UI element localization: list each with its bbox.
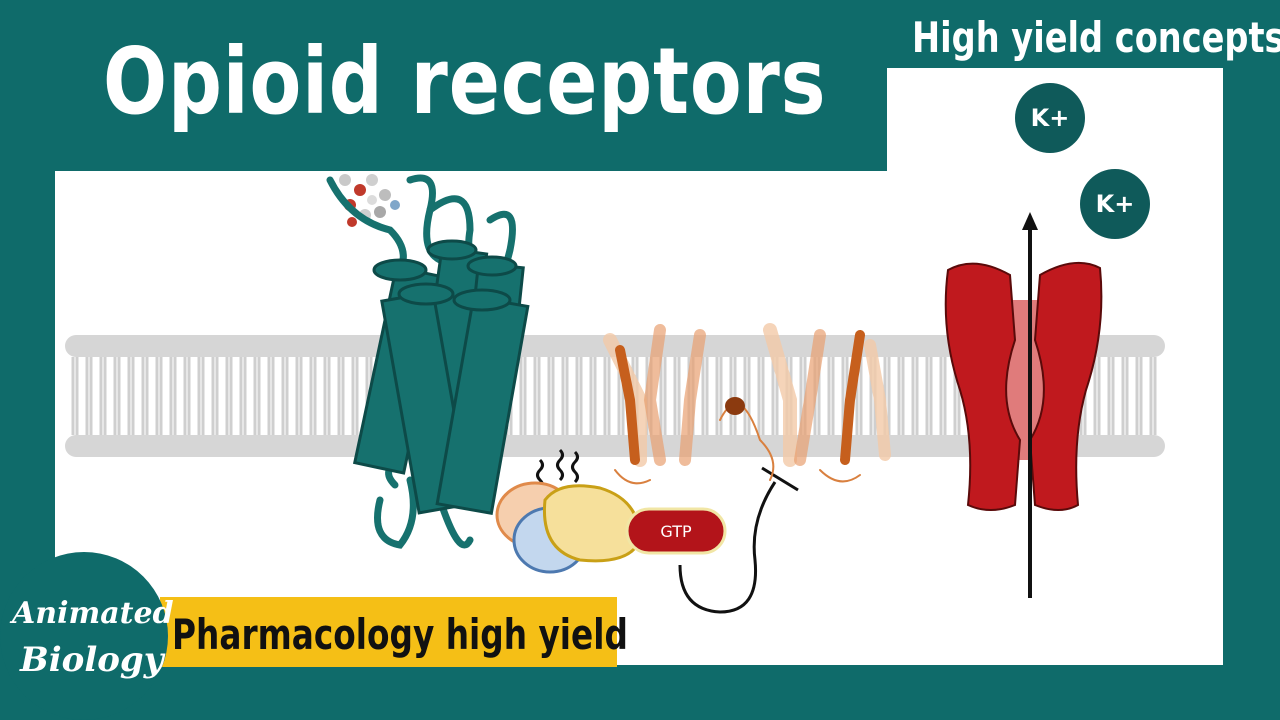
inhibition-arrow (678, 466, 799, 614)
logo-text-line1: Animated (12, 596, 174, 631)
title-box (55, 18, 887, 171)
calcium-channel (603, 323, 891, 485)
logo-badge (0, 552, 168, 720)
potassium-channel (944, 261, 1103, 511)
banner-box (160, 597, 617, 667)
potassium-ion: K+ (1080, 169, 1150, 239)
page-title: Opioid receptors (103, 28, 827, 135)
banner-label: Pharmacology high yield (172, 610, 628, 659)
logo-text-line2: Biology (20, 640, 164, 680)
potassium-efflux-arrow (1022, 212, 1038, 598)
gtp-badge: GTP (625, 507, 727, 555)
opioid-receptor (352, 239, 530, 516)
tag-box (887, 0, 1280, 68)
potassium-ion: K+ (1015, 83, 1085, 153)
g-protein-complex (495, 448, 642, 574)
calcium-ion (725, 397, 745, 415)
gtp-label: GTP (660, 522, 692, 541)
tag-label: High yield concepts (912, 13, 1280, 62)
